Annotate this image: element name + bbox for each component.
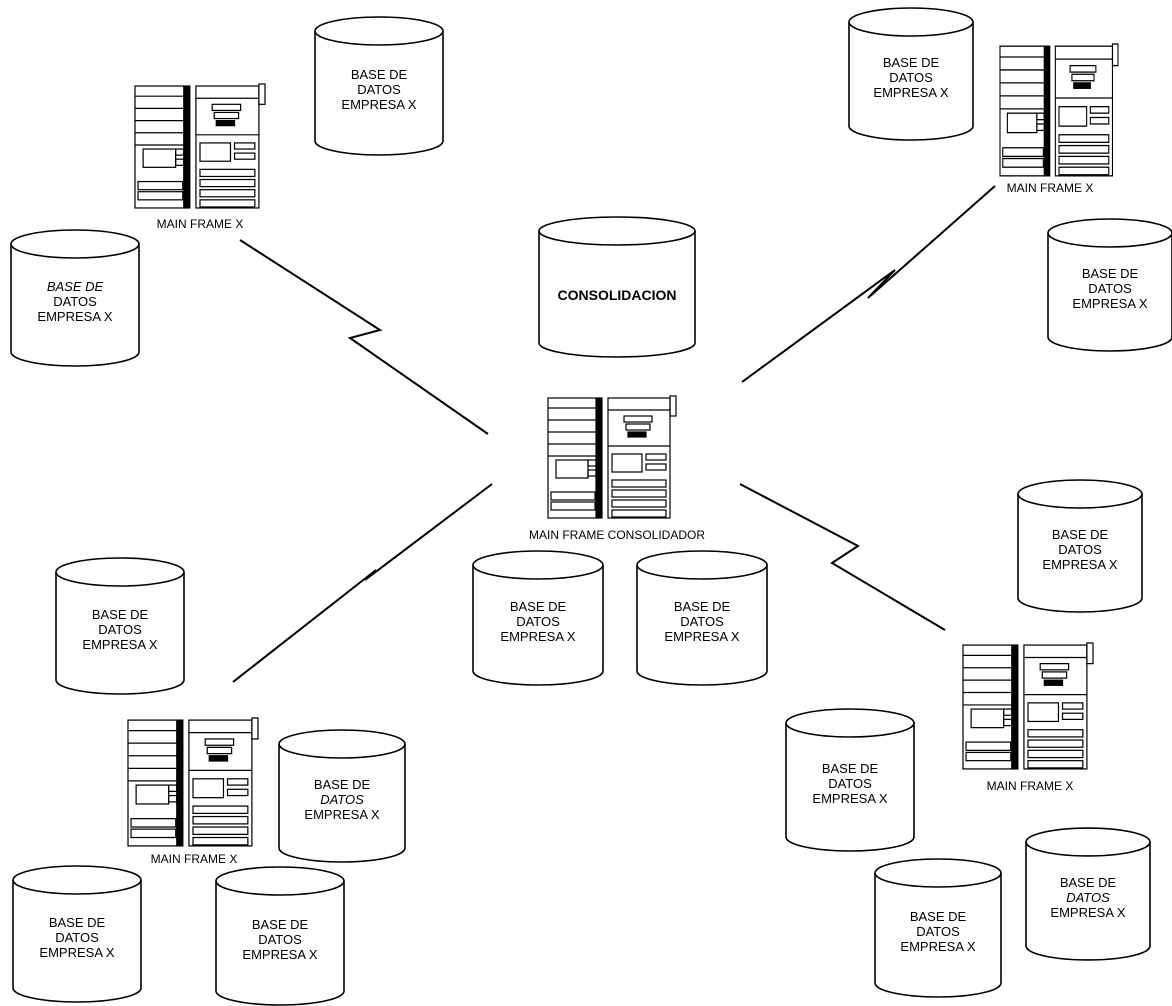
database-label-line: EMPRESA X [812, 791, 887, 806]
database-label-line: EMPRESA X [341, 97, 416, 112]
database-label-line: BASE DE [1060, 875, 1117, 890]
database-label-line: DATOS [916, 924, 960, 939]
database-label-line: BASE DE [1082, 266, 1139, 281]
mainframe-icon-top-right [999, 43, 1119, 177]
database-label-line: DATOS [828, 776, 872, 791]
database-label-line: DATOS [55, 930, 99, 945]
database-label-line: BASE DE [1052, 527, 1109, 542]
database-label-line: EMPRESA X [82, 637, 157, 652]
mainframe-label-top-left: MAIN FRAME X [157, 217, 244, 231]
database-label-line: EMPRESA X [304, 807, 379, 822]
database-label-line: BASE DE [49, 915, 106, 930]
database-label-line: DATOS [53, 294, 97, 309]
database-label-line: DATOS [516, 614, 560, 629]
database-label-line: DATOS [357, 82, 401, 97]
database-label-line: BASE DE [47, 279, 104, 294]
database-label-line: DATOS [1088, 281, 1132, 296]
database-label-line: BASE DE [674, 599, 731, 614]
central-mainframe-label: MAIN FRAME CONSOLIDADOR [529, 528, 705, 542]
database-label-line: EMPRESA X [39, 945, 114, 960]
mainframe-label-bottom-left: MAIN FRAME X [151, 852, 238, 866]
database-label-line: BASE DE [822, 761, 879, 776]
link-top-right [741, 185, 996, 383]
database-label-line: DATOS [98, 622, 142, 637]
database-label-line: BASE DE [510, 599, 567, 614]
database-label-line: EMPRESA X [1042, 557, 1117, 572]
database-label-line: DATOS [1066, 890, 1110, 905]
database-label-line: EMPRESA X [242, 947, 317, 962]
database-label-line: BASE DE [883, 55, 940, 70]
central-database-label: CONSOLIDACION [558, 287, 677, 303]
database-label-line: DATOS [680, 614, 724, 629]
database-label-line: EMPRESA X [873, 85, 948, 100]
database-label-line: EMPRESA X [37, 309, 112, 324]
central-mainframe-icon [547, 395, 677, 519]
link-bottom-right [739, 483, 946, 631]
database-label-line: BASE DE [910, 909, 967, 924]
link-bottom-left [232, 483, 493, 683]
database-label-line: DATOS [258, 932, 302, 947]
link-top-left [239, 239, 489, 435]
database-label-line: EMPRESA X [500, 629, 575, 644]
database-label-line: EMPRESA X [1050, 905, 1125, 920]
database-label-line: BASE DE [351, 67, 408, 82]
database-label-line: BASE DE [92, 607, 149, 622]
database-label-line: DATOS [889, 70, 933, 85]
mainframe-icon-top-left [134, 83, 266, 209]
database-label-line: DATOS [320, 792, 364, 807]
database-label-line: EMPRESA X [900, 939, 975, 954]
connection-links [232, 185, 996, 683]
mainframe-icon-bottom-right [962, 642, 1094, 770]
database-label-line: BASE DE [314, 777, 371, 792]
central-database: CONSOLIDACION [538, 216, 696, 358]
database-label-line: EMPRESA X [1072, 296, 1147, 311]
mainframe-label-top-right: MAIN FRAME X [1007, 181, 1094, 195]
mainframe-icon-bottom-left [127, 717, 259, 847]
database-label-line: DATOS [1058, 542, 1102, 557]
mainframe-label-bottom-right: MAIN FRAME X [987, 779, 1074, 793]
database-label-line: EMPRESA X [664, 629, 739, 644]
database-label-line: BASE DE [252, 917, 309, 932]
